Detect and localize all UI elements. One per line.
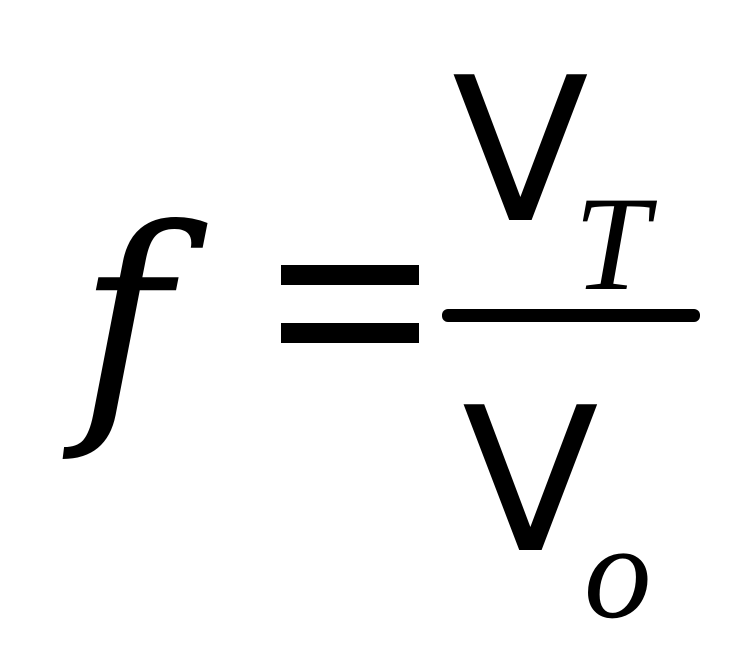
numerator-base: V: [452, 35, 589, 268]
numerator-subscript: T: [574, 170, 650, 319]
denominator-subscript: o: [584, 498, 652, 647]
lhs-variable: f: [78, 175, 171, 466]
fraction-bar: [442, 309, 700, 322]
equals-sign-bottom-bar: [281, 323, 419, 343]
denominator-base: V: [462, 365, 599, 598]
equals-sign-top-bar: [281, 265, 419, 285]
